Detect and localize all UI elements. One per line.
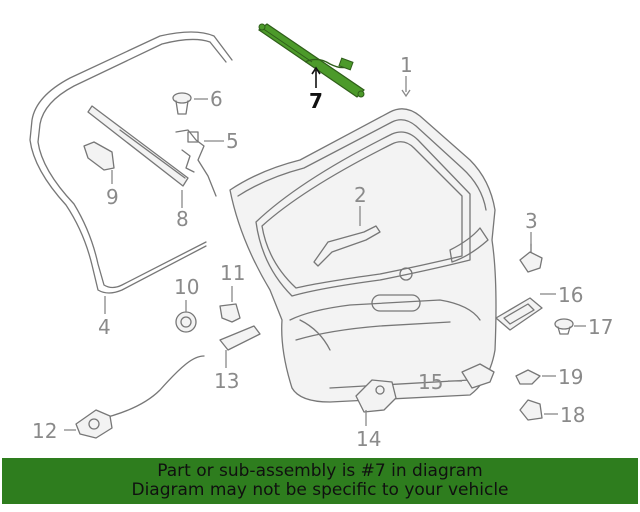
part-10-grommet (175, 311, 197, 333)
callout-labels: 1 2 3 4 5 6 7 8 9 10 11 12 13 14 15 16 1… (32, 53, 613, 451)
callout-7: 7 (309, 89, 323, 113)
banner-line-1: Part or sub-assembly is #7 in diagram (157, 461, 483, 481)
callout-4: 4 (98, 315, 111, 339)
callout-17: 17 (588, 315, 613, 339)
part-16-bezel (495, 297, 543, 331)
callout-1: 1 (400, 53, 413, 77)
part-5-bracket (175, 129, 217, 197)
callout-11: 11 (220, 261, 245, 285)
leader-lines (64, 66, 586, 431)
disclaimer-banner: Part or sub-assembly is #7 in diagram Di… (2, 458, 638, 504)
part-19-clip (515, 369, 541, 385)
part-3-clip (519, 243, 543, 273)
callout-18: 18 (560, 403, 585, 427)
part-12-latch-actuator (75, 355, 205, 439)
callout-10: 10 (174, 275, 199, 299)
part-15-switch (461, 363, 495, 389)
callout-15: 15 (418, 370, 443, 394)
callout-8: 8 (176, 207, 189, 231)
callout-5: 5 (226, 129, 239, 153)
part-17-clip (554, 318, 574, 335)
callout-12: 12 (32, 419, 57, 443)
callout-3: 3 (525, 209, 538, 233)
part-2-bracket (313, 225, 381, 267)
callout-19: 19 (558, 365, 583, 389)
parts-diagram: 1 2 3 4 5 6 7 8 9 10 11 12 13 14 15 16 1… (29, 23, 613, 451)
part-18-lamp (519, 399, 543, 421)
callout-13: 13 (214, 369, 239, 393)
part-4-weatherstrip-seal (29, 31, 233, 294)
callout-16: 16 (558, 283, 583, 307)
part-9-hinge-bracket (83, 141, 115, 171)
part-1-liftgate (229, 108, 497, 403)
part-7-liftgate-strut (257, 23, 365, 98)
part-8-gas-strut (87, 105, 189, 187)
part-6-clip (172, 92, 192, 115)
part-14-latch (355, 379, 397, 413)
callout-14: 14 (356, 427, 381, 451)
callout-6: 6 (210, 87, 223, 111)
callout-2: 2 (354, 183, 367, 207)
part-13-bracket (219, 325, 261, 351)
banner-line-2: Diagram may not be specific to your vehi… (131, 480, 509, 500)
part-11-clip (219, 303, 241, 323)
callout-9: 9 (106, 185, 119, 209)
